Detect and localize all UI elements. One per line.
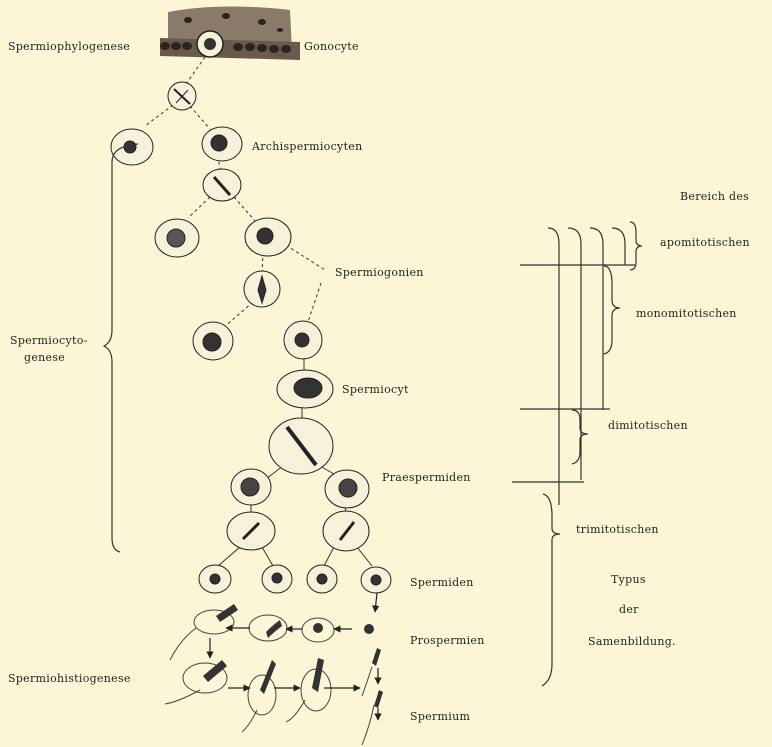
label-bereich-des: Bereich des [680, 190, 749, 203]
label-apomitotischen: apomitotischen [660, 236, 750, 249]
left-brace [104, 144, 138, 552]
label-praespermiden: Praespermiden [382, 471, 471, 484]
label-spermiohistiogenese: Spermiohistiogenese [8, 672, 131, 685]
cells [111, 82, 391, 593]
label-spermiophylogenese: Spermiophylogenese [8, 40, 130, 53]
label-spermiocytogenese-1: Spermiocyto- [10, 334, 88, 347]
label-spermiocytogenese-2: genese [24, 351, 65, 364]
label-spermiden: Spermiden [410, 576, 474, 589]
label-der: der [619, 603, 639, 616]
label-trimitotischen: trimitotischen [576, 523, 659, 536]
label-typus: Typus [611, 573, 646, 586]
label-archispermiocyten: Archispermiocyten [252, 140, 362, 153]
label-spermiogonien: Spermiogonien [335, 266, 424, 279]
nuclei [124, 89, 381, 585]
label-prospermien: Prospermien [410, 634, 485, 647]
label-samenbildung: Samenbildung. [588, 635, 676, 648]
label-monomitotischen: monomitotischen [636, 307, 737, 320]
right-braces [542, 222, 642, 686]
label-gonocyte: Gonocyte [304, 40, 359, 53]
label-dimitotischen: dimitotischen [608, 419, 688, 432]
sperm-development [165, 593, 383, 745]
tissue-layer [160, 6, 300, 60]
label-spermium: Spermium [410, 710, 470, 723]
label-spermiocyt: Spermiocyt [342, 383, 409, 396]
